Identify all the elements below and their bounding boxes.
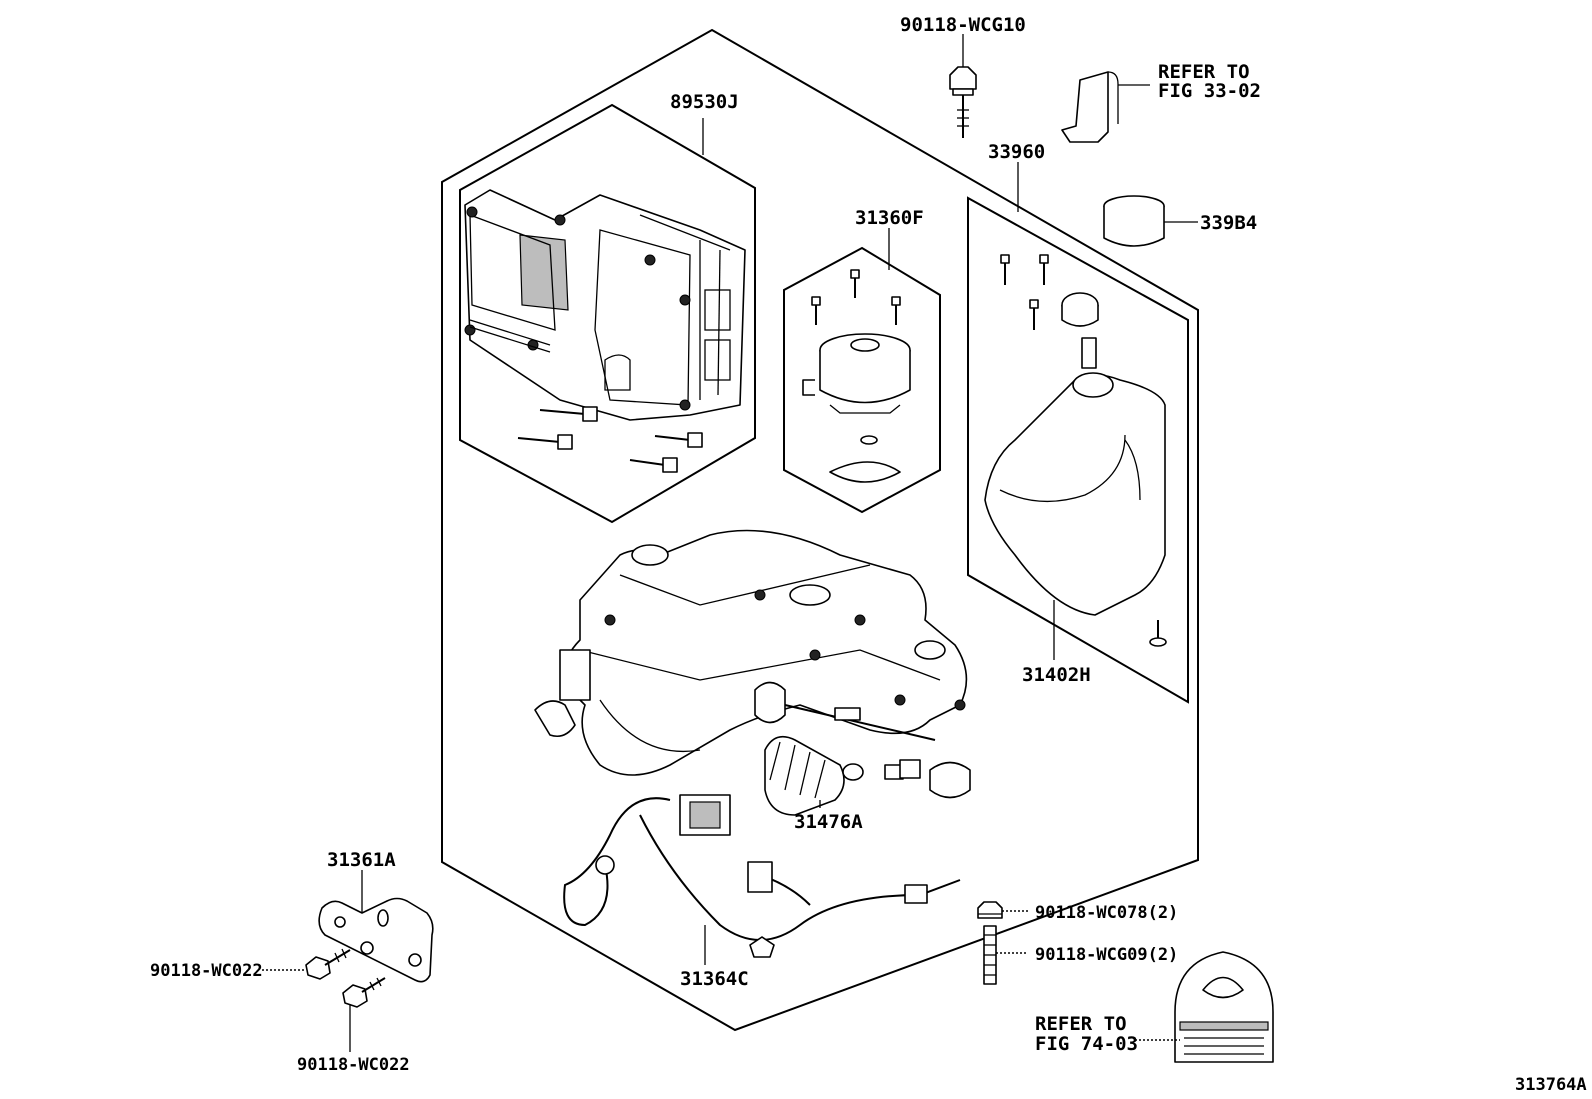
caution-label-part bbox=[1174, 951, 1274, 1063]
label-31476A: 31476A bbox=[794, 811, 863, 833]
bracket-31361A-part bbox=[318, 897, 434, 983]
label-ref-74-line2: FIG 74-03 bbox=[1035, 1033, 1138, 1055]
assembly-group-frame bbox=[441, 28, 1199, 1032]
subgroup-frame-33960 bbox=[967, 196, 1189, 704]
label-bolt-wc022-b: 90118-WC022 bbox=[297, 1055, 410, 1075]
label-stud-wcg09: 90118-WCG09(2) bbox=[1035, 945, 1178, 965]
bolt-wc022-b-part bbox=[342, 977, 386, 1008]
boot-seal-part bbox=[764, 735, 864, 816]
label-31364C: 31364C bbox=[680, 968, 749, 990]
label-bolt-wcg10: 90118-WCG10 bbox=[900, 14, 1026, 36]
valve-body-part bbox=[534, 529, 968, 776]
label-bracket-ref-line1: REFER TO bbox=[1158, 61, 1250, 83]
reservoir-tank-part bbox=[984, 254, 1167, 647]
label-bracket-ref-line2: FIG 33-02 bbox=[1158, 80, 1261, 102]
bolt-wc022-a-part bbox=[305, 948, 351, 980]
housing-bolts bbox=[517, 406, 703, 473]
label-nut-wc078: 90118-WC078(2) bbox=[1035, 903, 1178, 923]
label-bolt-wc022-a: 90118-WC022 bbox=[150, 961, 263, 981]
label-339B4: 339B4 bbox=[1200, 212, 1257, 234]
figure-number: 313764A bbox=[1515, 1075, 1587, 1095]
pump-motor-part bbox=[802, 269, 911, 483]
subgroup-frame-31360F bbox=[783, 246, 941, 514]
stud-wcg09-part bbox=[983, 925, 997, 985]
label-31402H: 31402H bbox=[1022, 664, 1091, 686]
wire-harness-part bbox=[563, 794, 961, 958]
label-31360F: 31360F bbox=[855, 207, 924, 229]
bracket-ref-part bbox=[1061, 71, 1119, 143]
bolt-wcg10-part bbox=[949, 66, 977, 138]
cap-339B4-part bbox=[1103, 195, 1165, 247]
label-89530J: 89530J bbox=[670, 91, 739, 113]
actuator-housing-part bbox=[464, 189, 746, 421]
plug-parts bbox=[884, 759, 971, 799]
label-33960: 33960 bbox=[988, 141, 1045, 163]
nut-wc078-part bbox=[977, 901, 1003, 919]
label-ref-74-line1: REFER TO bbox=[1035, 1013, 1127, 1035]
subgroup-frame-89530J bbox=[459, 103, 756, 524]
label-31361A: 31361A bbox=[327, 849, 396, 871]
